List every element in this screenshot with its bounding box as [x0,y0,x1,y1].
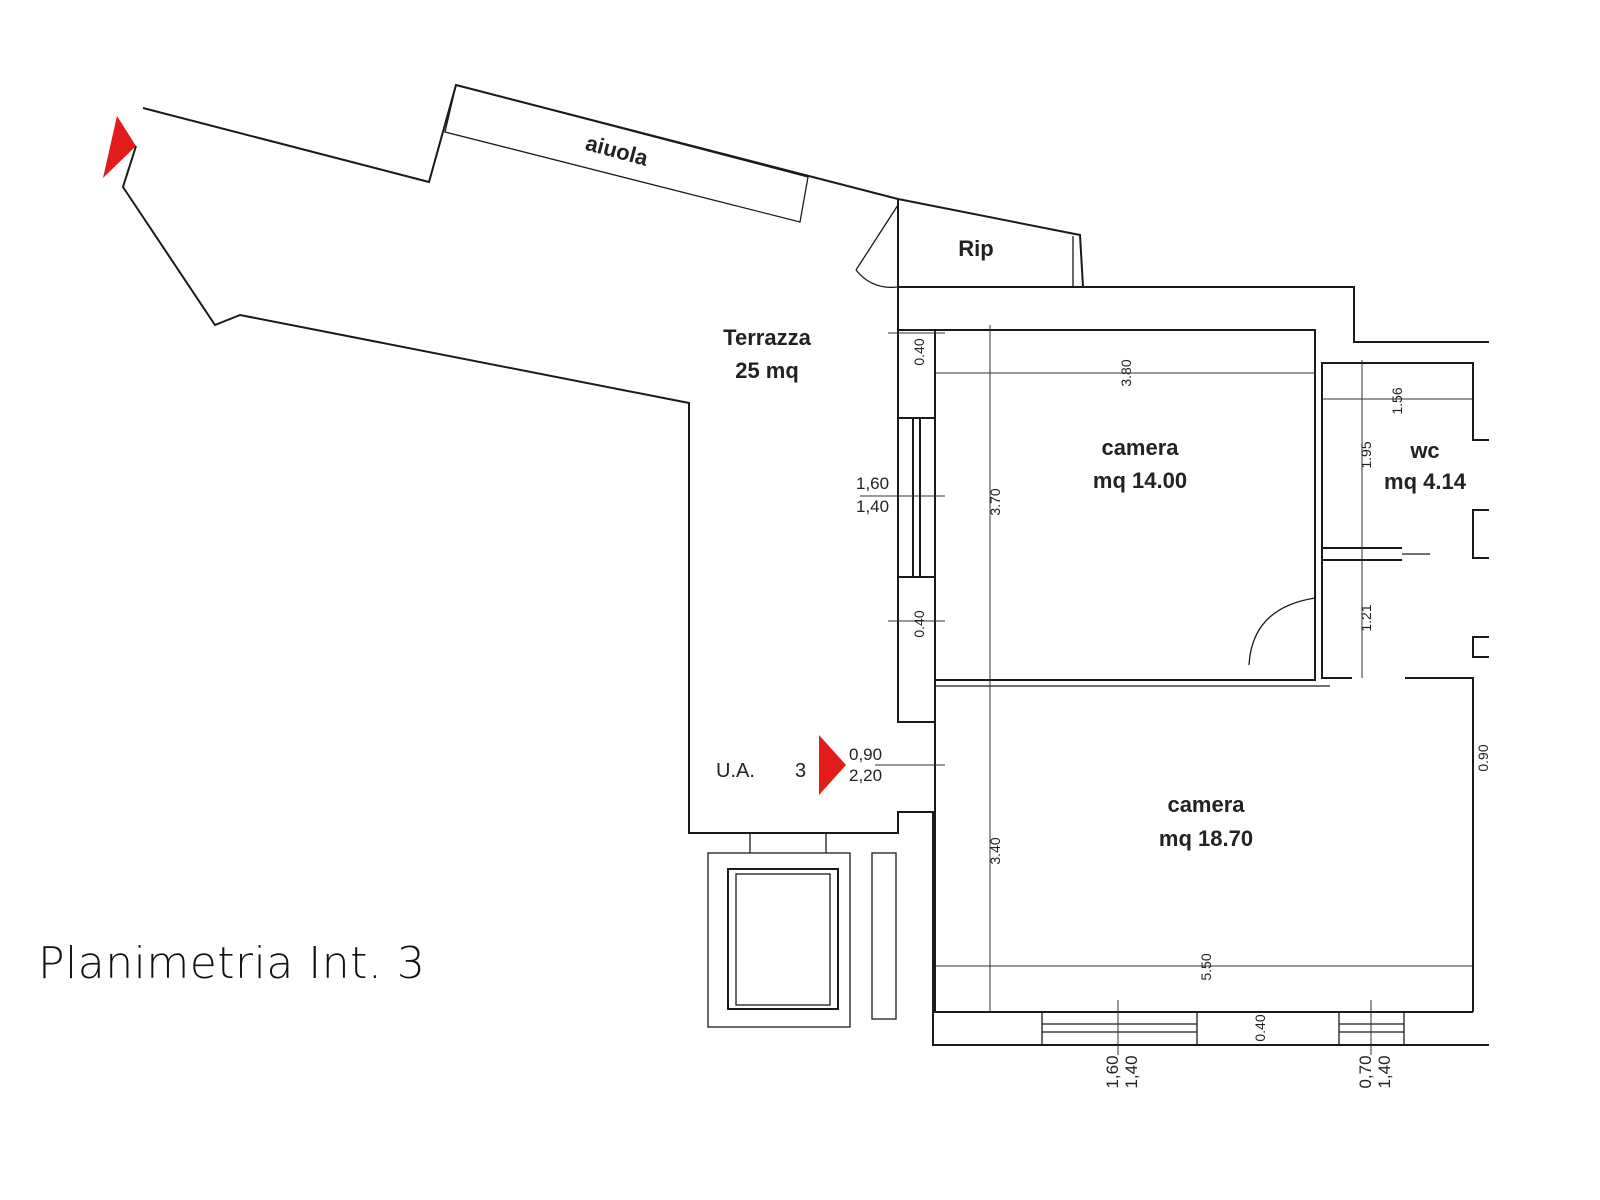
camera1-area: mq 14.00 [1093,468,1187,493]
rip-door-swing [855,269,899,289]
dim-pier-top: 0.40 [911,338,927,365]
terrazza-name: Terrazza [723,325,811,350]
aiuola-planter [444,84,809,223]
camera1-room [934,329,1316,681]
wc-area: mq 4.14 [1384,469,1467,494]
dim-window-s1-w: 1,60 [1103,1055,1122,1088]
entrance-marker-icon [819,735,846,795]
dim-camera1-height: 3.70 [987,488,1003,515]
rip-door [855,204,899,271]
direction-marker-icon [103,116,136,178]
plan-title: Planimetria Int. 3 [38,938,426,989]
south-window-1 [1041,1011,1198,1046]
dim-passage: 1.21 [1358,604,1374,631]
dim-pier-bottom: 0.40 [911,610,927,637]
dim-window-s1-h: 1,40 [1122,1055,1141,1088]
dim-edge-cut: 0.90 [1475,744,1491,771]
dim-window-s2-w: 0,70 [1356,1055,1375,1088]
rip-label: Rip [958,236,993,261]
dim-window-left-w: 1,60 [856,474,889,493]
entrance-number: 3 [795,760,806,782]
dim-camera2-height: 3.40 [987,837,1003,864]
wc-room [1321,362,1489,560]
wc-name: wc [1409,438,1439,463]
shaft-side [871,852,897,1020]
terrace-north-edge [142,83,1084,288]
entrance-label: U.A. [716,760,755,782]
west-pier-bottom [897,576,936,723]
dim-camera2-width: 5.50 [1198,953,1214,980]
aiuola-label: aiuola [583,130,652,171]
terrazza-area: 25 mq [735,358,799,383]
dim-wc-width: 1.56 [1389,387,1405,414]
dim-wc-height: 1.95 [1358,441,1374,468]
shaft-outer [707,852,851,1028]
dim-window-s2-h: 1,40 [1375,1055,1394,1088]
entrance-width: 0,90 [849,745,882,764]
shaft-inner [727,868,839,1010]
camera2-area: mq 18.70 [1159,826,1253,851]
building-north-wall [898,286,1489,343]
camera1-name: camera [1101,435,1179,460]
camera1-door-swing [1248,597,1316,666]
camera2-name: camera [1167,792,1245,817]
camera2-room [934,686,1473,1013]
dim-window-left-h: 1,40 [856,497,889,516]
dim-pier-south: 0.40 [1252,1014,1268,1041]
entrance-height: 2,20 [849,766,882,785]
terrace-outline [121,145,1489,1046]
dim-camera1-width: 3.80 [1118,359,1134,386]
